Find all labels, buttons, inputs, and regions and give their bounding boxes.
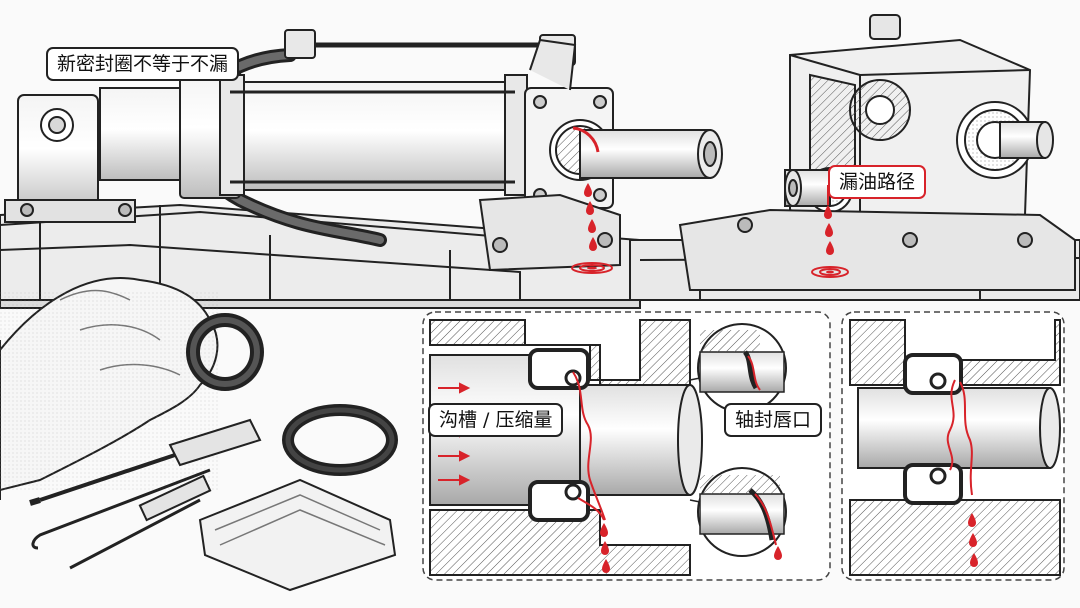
screwdriver (29, 418, 262, 506)
clevis-mount (4, 94, 136, 223)
label-leak-path: 漏油路径 (828, 165, 927, 199)
inset-panel-seal-cross-section (422, 311, 831, 581)
inset-panel-shaft-wear (841, 311, 1065, 581)
oil-drop-icon (571, 183, 613, 274)
label-groove-compression: 沟槽 / 压缩量 (428, 403, 564, 437)
large-o-ring (282, 404, 398, 476)
small-o-ring (186, 313, 264, 391)
gloved-hand (0, 277, 220, 500)
label-shaft-seal-lip: 轴封唇口 (724, 403, 823, 437)
cleaning-cloth (198, 478, 397, 592)
gearbox (678, 14, 1076, 291)
label-new-seal-not-leakproof: 新密封圈不等于不漏 (46, 47, 240, 81)
hydraulic-cylinder (99, 29, 723, 272)
seal-pick-tools (31, 468, 212, 570)
